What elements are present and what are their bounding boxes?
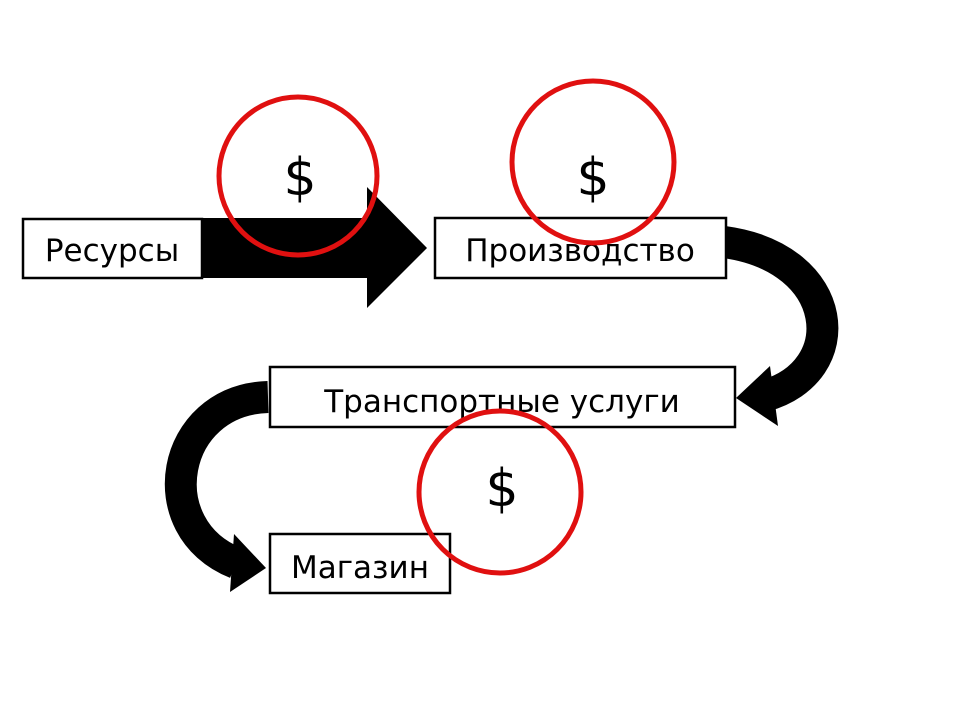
cost-marker-production: $ <box>509 78 677 246</box>
cost-marker-resources-to-production: $ <box>216 94 380 258</box>
node-transport: Транспортные услуги <box>268 365 737 429</box>
cost-circle-1 <box>216 94 380 258</box>
node-resources: Ресурсы <box>21 217 204 280</box>
arrow-production-to-transport <box>721 226 839 426</box>
cost-marker-transport: $ <box>416 408 584 576</box>
node-transport-label: Транспортные услуги <box>323 384 680 420</box>
node-store: Магазин <box>268 532 452 595</box>
arrow-resources-to-production <box>200 187 427 308</box>
dollar-icon-1: $ <box>283 148 316 208</box>
node-production-label: Производство <box>465 233 695 269</box>
cost-circle-2 <box>509 78 677 246</box>
node-resources-label: Ресурсы <box>45 233 179 269</box>
dollar-icon-3: $ <box>485 459 518 519</box>
dollar-icon-2: $ <box>576 148 609 208</box>
cost-circle-3 <box>416 408 584 576</box>
node-production: Производство <box>433 216 728 280</box>
node-store-label: Магазин <box>291 550 429 586</box>
arrow-transport-to-store <box>164 381 270 592</box>
